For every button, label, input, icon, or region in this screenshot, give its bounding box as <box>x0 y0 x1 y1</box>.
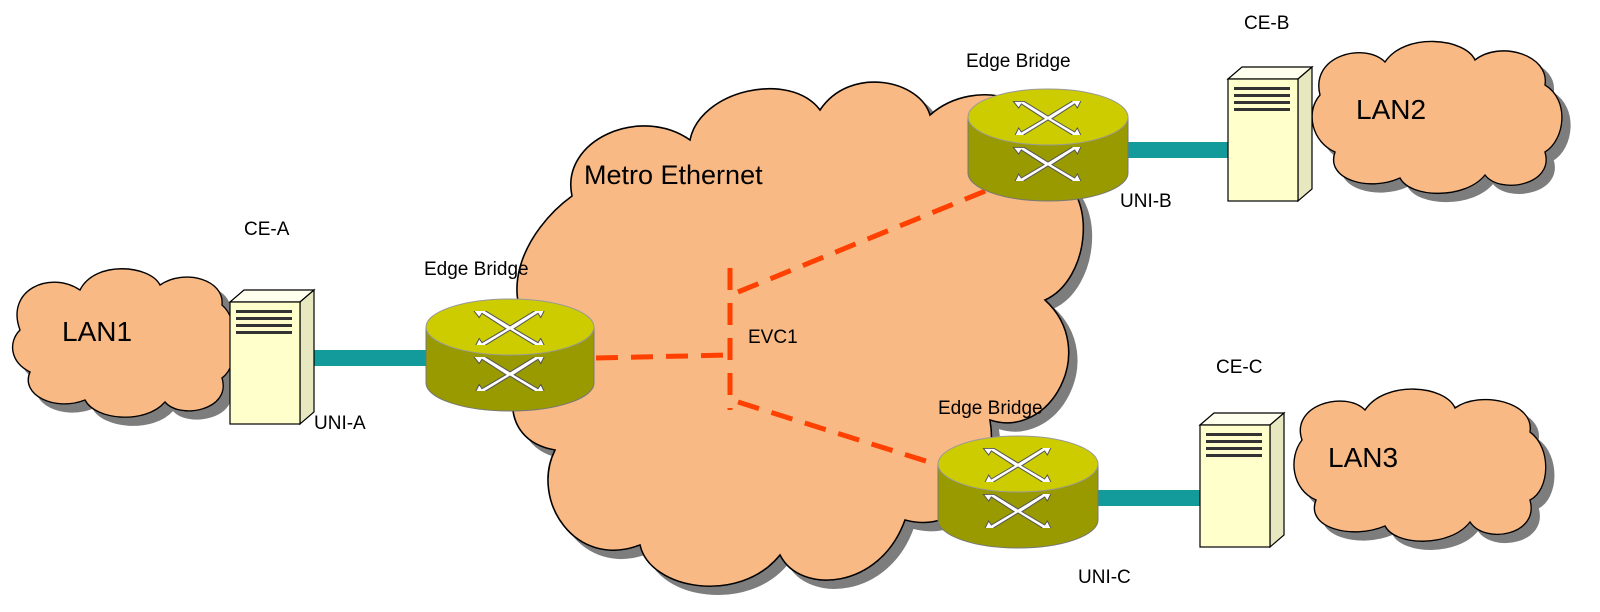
lan1-cloud <box>11 268 237 418</box>
edge-bridge-b <box>967 88 1129 202</box>
edge-bridge-c <box>937 435 1099 549</box>
lan1-label: LAN1 <box>62 316 133 347</box>
link-uni-c <box>1094 490 1204 506</box>
metro-ethernet-label: Metro Ethernet <box>584 160 763 190</box>
edge-bridge-c-label: Edge Bridge <box>938 398 1043 419</box>
lan2-cloud <box>1311 40 1563 194</box>
link-uni-a <box>314 350 429 366</box>
lan3-label: LAN3 <box>1328 442 1399 473</box>
edge-bridge-a-label: Edge Bridge <box>424 259 529 280</box>
ce-b-server-icon <box>1226 65 1314 203</box>
ce-a-server-icon <box>228 288 316 426</box>
uni-a-label: UNI-A <box>314 413 366 434</box>
lan2-label: LAN2 <box>1356 94 1427 125</box>
link-uni-b <box>1124 142 1234 158</box>
edge-bridge-b-label: Edge Bridge <box>966 51 1071 72</box>
evc1-label: EVC1 <box>748 327 798 348</box>
lan3-cloud <box>1293 388 1547 542</box>
ce-a-label: CE-A <box>244 219 290 240</box>
ce-c-server-icon <box>1198 411 1286 549</box>
uni-b-label: UNI-B <box>1120 191 1172 212</box>
ce-c-label: CE-C <box>1216 357 1263 378</box>
evc1-connection <box>595 182 1001 471</box>
ce-b-label: CE-B <box>1244 13 1290 34</box>
edge-bridge-a <box>425 298 595 412</box>
uni-c-label: UNI-C <box>1078 567 1131 588</box>
